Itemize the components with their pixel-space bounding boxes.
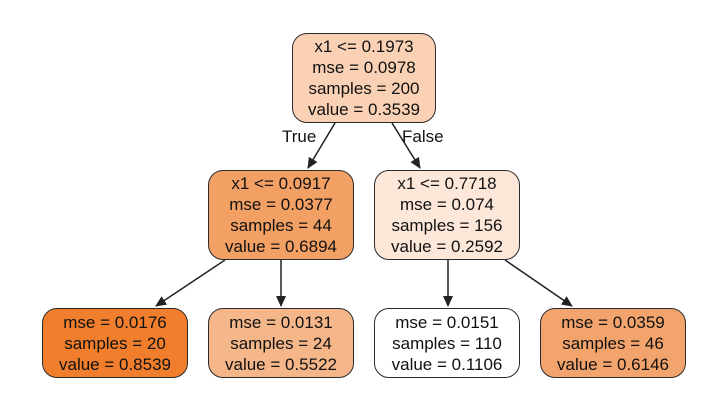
mse-text: mse = 0.0377 [229, 195, 333, 214]
split-condition: x1 <= 0.7718 [397, 174, 497, 193]
value-text: value = 0.5522 [224, 354, 337, 374]
mse-text: mse = 0.0151 [395, 312, 499, 332]
value-text: value = 0.1106 [391, 354, 503, 374]
tree-node-root: x1 <= 0.1973 mse = 0.0978 samples = 200 … [292, 33, 436, 123]
samples-text: samples = 24 [230, 333, 332, 353]
value-text: value = 0.2592 [390, 237, 503, 256]
mse-text: mse = 0.0978 [312, 58, 416, 77]
edge-root-to-right [391, 122, 421, 169]
edge-left-to-ll [155, 259, 226, 307]
samples-text: samples = 110 [392, 333, 502, 353]
value-text: value = 0.6894 [224, 237, 337, 256]
true-edge-label: True [282, 127, 317, 146]
tree-leaf-rr: mse = 0.0359 samples = 46 value = 0.6146 [540, 308, 686, 378]
mse-text: mse = 0.0359 [561, 312, 665, 332]
value-text: value = 0.8539 [58, 354, 171, 374]
tree-leaf-ll: mse = 0.0176 samples = 20 value = 0.8539 [42, 308, 188, 378]
edge-root-to-left [307, 122, 336, 169]
false-edge-label: False [402, 127, 444, 146]
samples-text: samples = 44 [230, 216, 332, 235]
tree-leaf-rl: mse = 0.0151 samples = 110 value = 0.110… [374, 308, 520, 378]
samples-text: samples = 20 [64, 333, 166, 353]
mse-text: mse = 0.0176 [63, 312, 167, 332]
tree-leaf-lr: mse = 0.0131 samples = 24 value = 0.5522 [208, 308, 354, 378]
split-condition: x1 <= 0.1973 [314, 37, 414, 56]
split-condition: x1 <= 0.0917 [231, 174, 331, 193]
samples-text: samples = 46 [562, 333, 664, 353]
value-text: value = 0.6146 [556, 354, 669, 374]
tree-node-right: x1 <= 0.7718 mse = 0.074 samples = 156 v… [374, 170, 520, 260]
mse-text: mse = 0.0131 [229, 312, 333, 332]
edge-right-to-rr [504, 259, 573, 307]
samples-text: samples = 200 [308, 79, 420, 98]
mse-text: mse = 0.074 [399, 195, 495, 214]
tree-node-left: x1 <= 0.0917 mse = 0.0377 samples = 44 v… [208, 170, 354, 260]
samples-text: samples = 156 [391, 216, 503, 235]
value-text: value = 0.3539 [307, 100, 420, 119]
